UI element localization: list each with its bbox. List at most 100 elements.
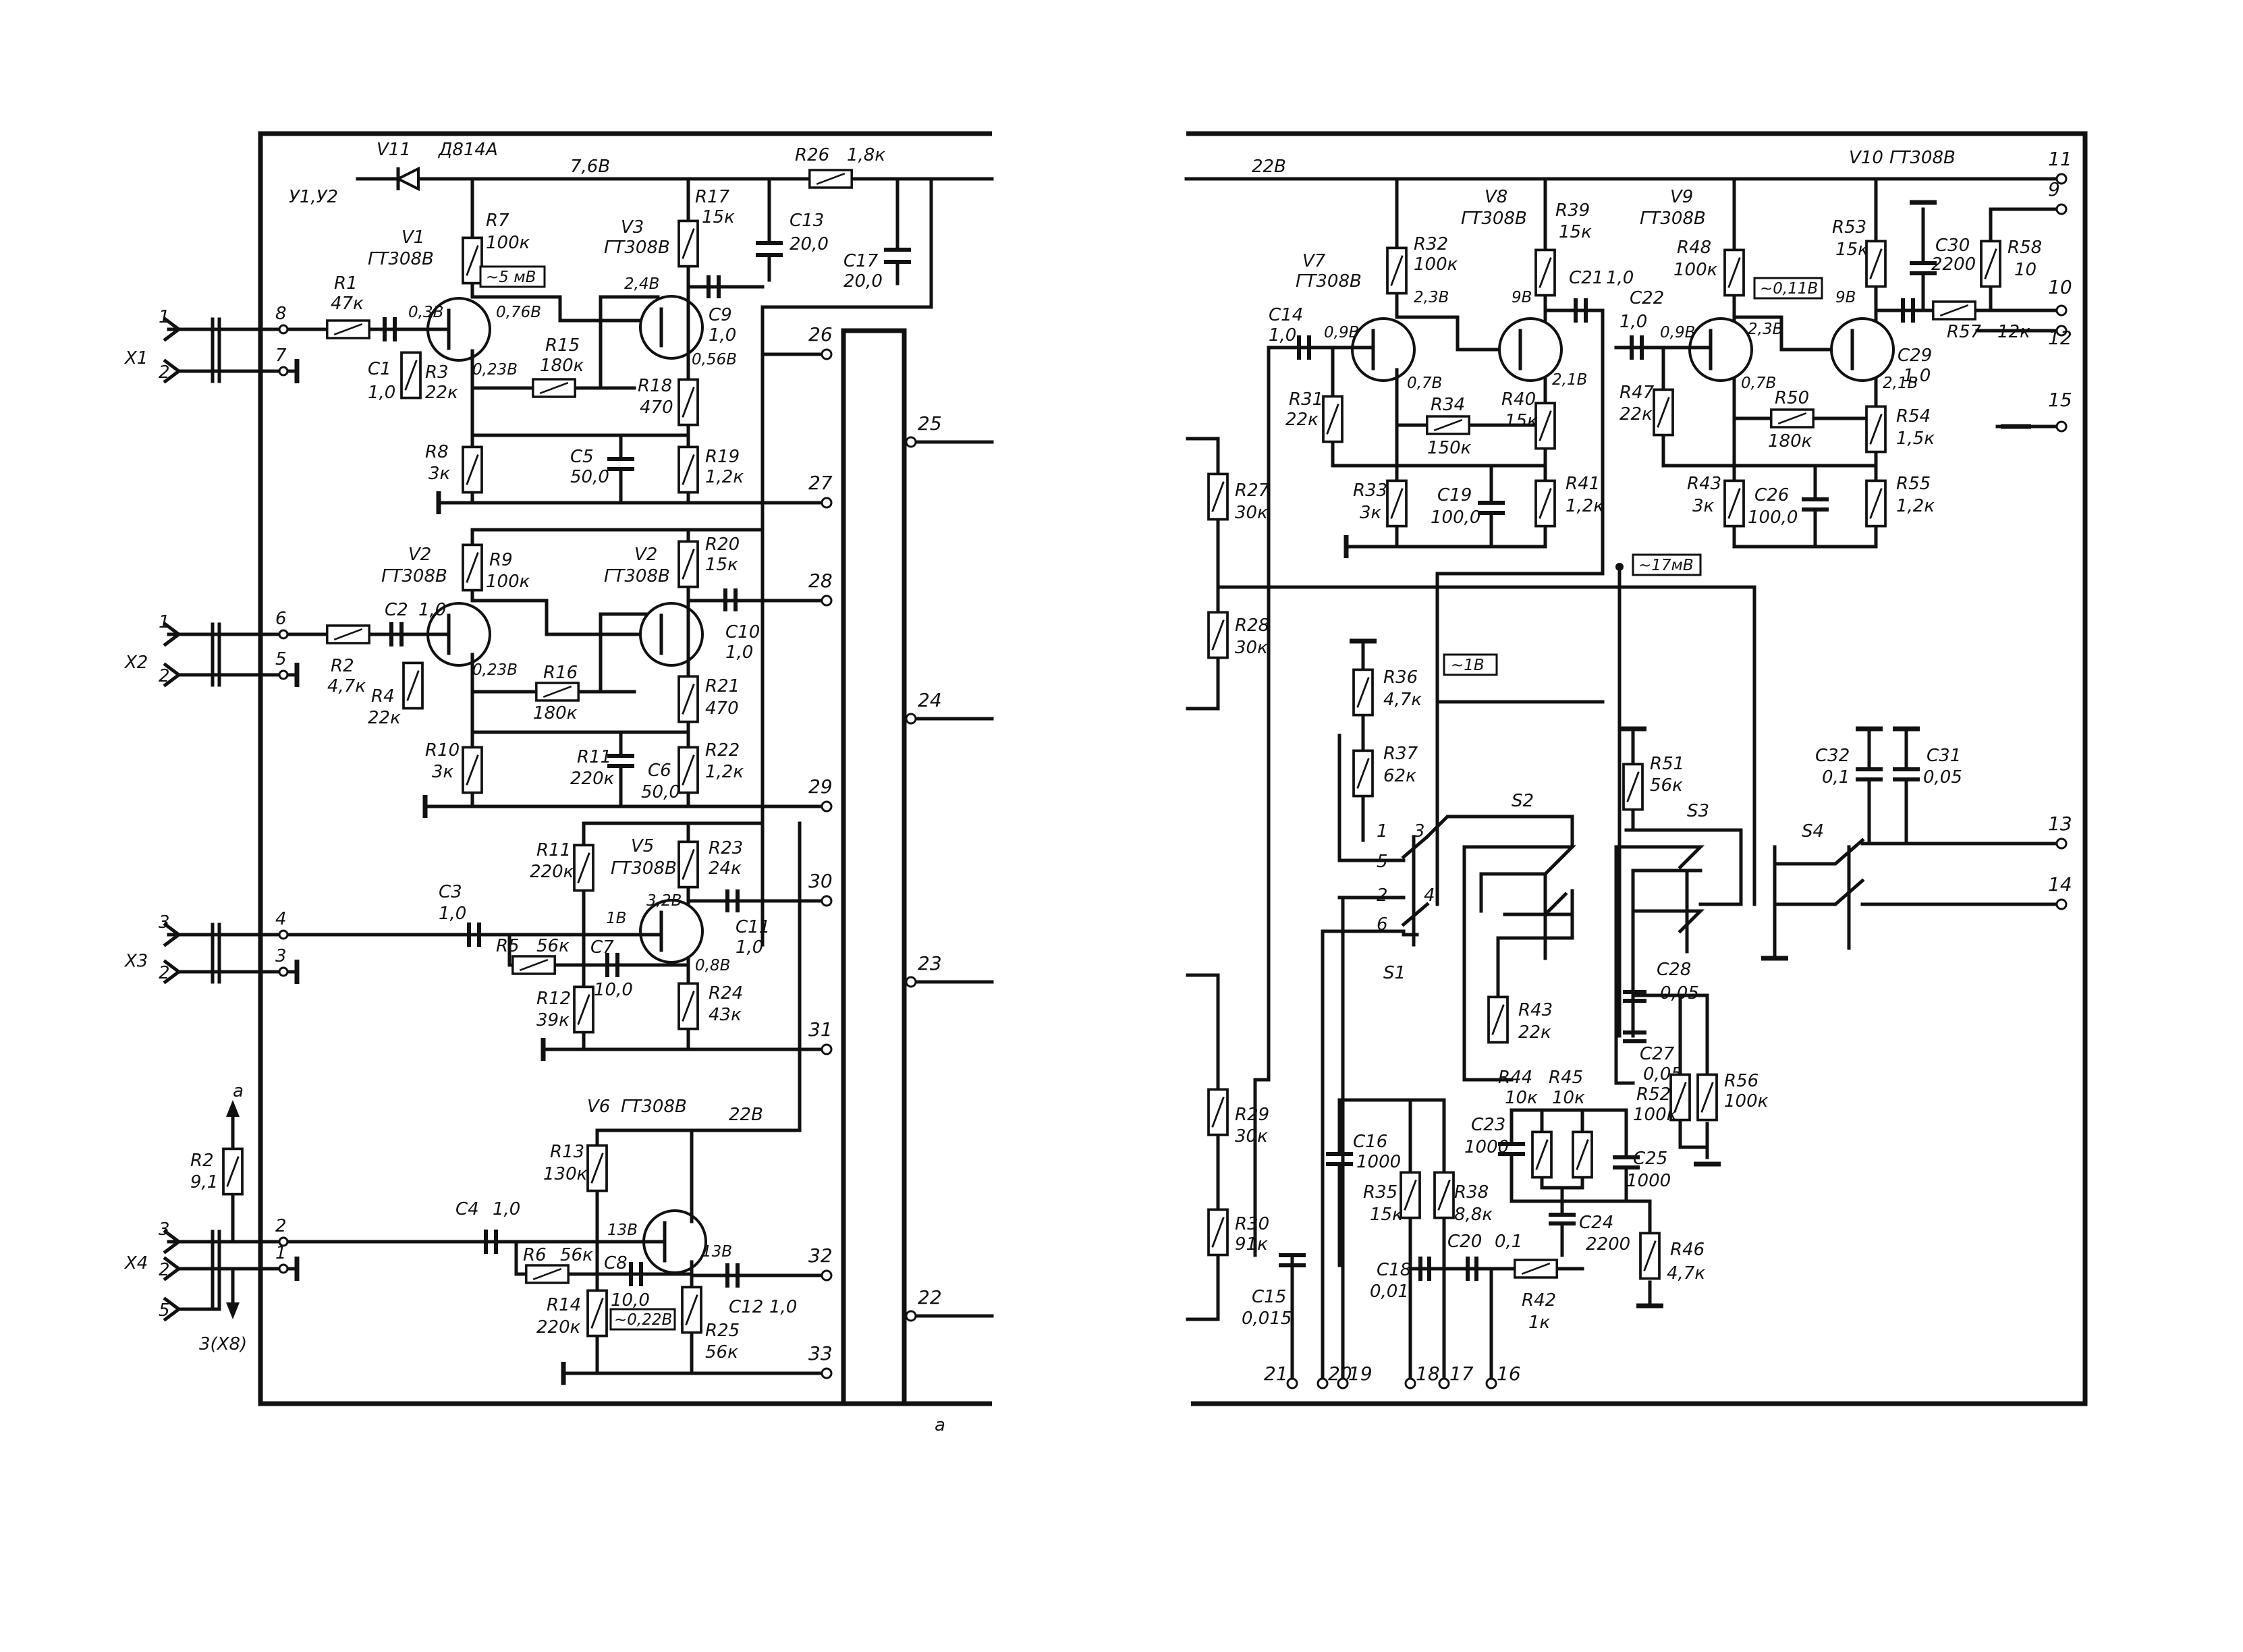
r7-val: 100к [486,233,530,253]
bus-signal: ~17мВ [1638,557,1694,574]
r20-ref: R20 [705,534,740,555]
input-pin-b: 2 [159,666,170,686]
v10-type: ГТ308В [1889,148,1956,168]
c29-ref: C29 [1898,346,1932,366]
c12-val: 1,0 [769,1297,797,1317]
terminal-11 [2055,173,2068,185]
transistor-v9 [1688,317,1753,382]
r4-val: 22к [368,708,401,728]
c18-ref: C18 [1377,1260,1411,1280]
bottom-label-18: 18 [1416,1362,1440,1385]
r11x-val: 220к [570,769,615,789]
v5-ref: V5 [631,836,654,856]
r58-ref: R58 [2007,238,2042,258]
c26-val: 100,0 [1748,507,1798,528]
r53-ref: R53 [1832,217,1866,238]
v9-signal: ~0,11В [1760,280,1818,298]
r23-val: 24к [709,858,742,879]
r55-val: 1,2к [1896,496,1935,516]
r46-ref: R46 [1670,1240,1705,1260]
transistor-v2b [639,602,704,667]
r23-ref: R23 [709,838,743,858]
v2b-ref: V2 [634,545,657,565]
r2-val: 4,7к [327,676,366,696]
v5-type: ГТ308В [611,858,677,879]
r51-val: 56к [1650,775,1683,796]
r55-ref: R55 [1896,474,1931,494]
v3-type: ГТ308В [604,238,670,258]
c21-ref: C21 [1569,268,1603,288]
c19-val: 100,0 [1431,507,1480,528]
r45-val: 10к [1552,1088,1585,1108]
input-node-a: 2 [275,1216,287,1236]
c22-val: 1,0 [1619,312,1647,332]
r5-ref: R5 [496,936,520,956]
v1-base-volt: 0,3В [408,304,443,321]
r24-ref: R24 [709,983,743,1003]
r41-val: 1,2к [1566,496,1604,516]
c10-val: 1,0 [725,642,753,663]
v6-base-volt: 13В [607,1221,638,1239]
c3-ref: C3 [439,882,462,902]
r54-ref: R54 [1896,406,1931,426]
v5-coll-volt: 3,2В [646,892,682,910]
r36-val: 4,7к [1383,690,1422,710]
r48-ref: R48 [1677,238,1711,258]
r13-val: 130к [543,1164,588,1184]
terminal-label-33: 33 [808,1342,833,1365]
r20-val: 15к [705,555,738,575]
r50-val: 180к [1768,431,1812,451]
v7-ref: V7 [1302,251,1326,271]
zener-type: Д814А [438,140,498,160]
v3-emit-volt: 0,56В [692,351,737,368]
c30-ref: C30 [1935,236,1970,256]
zener-v11 [395,166,420,192]
v3-base-volt: 2,4В [624,275,659,293]
r24-val: 43к [709,1005,742,1025]
r5-val: 56к [536,936,570,956]
r48-val: 100к [1673,260,1718,280]
r54-val: 1,5к [1896,429,1935,449]
r12-ref: R12 [536,989,571,1009]
c11-val: 1,0 [736,937,763,958]
v10-coll-volt: 9В [1835,289,1856,306]
c9-val: 1,0 [709,325,736,346]
input-pin-a: 1 [159,612,170,632]
input-node-b: 3 [275,946,287,966]
terminal-label-12: 12 [2048,327,2072,349]
v8-ref: V8 [1485,187,1507,207]
r35-ref: R35 [1363,1182,1397,1203]
r33-val: 3к [1360,503,1382,523]
input-pin-a: 3 [159,1219,170,1240]
r35-val: 15к [1370,1205,1403,1225]
r40-ref: R40 [1501,389,1536,410]
r47-val: 22к [1619,404,1653,424]
v5-base-volt: 1В [606,910,626,927]
input-node-b: 1 [275,1243,287,1263]
terminal-label-9: 9 [2048,178,2060,200]
input-node-a: 4 [275,909,287,929]
c17-val: 20,0 [843,271,883,292]
c1-val: 1,0 [368,383,395,403]
c13-ref: C13 [790,211,824,231]
r30-ref: R30 [1235,1214,1269,1234]
r39-val: 15к [1559,222,1592,242]
c22-ref: C22 [1630,288,1664,308]
r52-val: 100к [1633,1105,1678,1125]
c9-ref: C9 [709,305,732,325]
input-node-a: 8 [275,304,287,324]
r42-val: 1к [1528,1313,1551,1333]
r43a-ref: R43 [1687,474,1721,494]
input-name-X4: X4 [123,1253,148,1273]
v9-base-volt: 0,9В [1660,324,1695,341]
s2-label: S2 [1512,791,1534,811]
v2a-type: ГТ308В [381,566,447,586]
r12-val: 39к [536,1010,570,1030]
s1-pin-6: 6 [1377,914,1388,935]
